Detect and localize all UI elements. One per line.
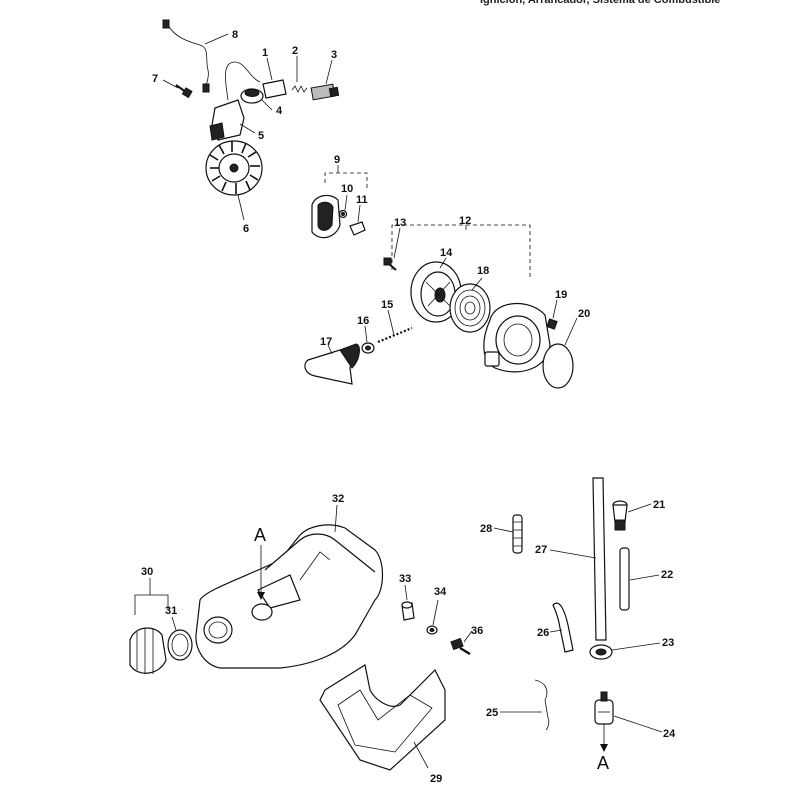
callout-29: 29 xyxy=(430,773,442,785)
callout-12: 12 xyxy=(459,215,471,227)
bolt-36 xyxy=(450,637,471,656)
callout-11: 11 xyxy=(356,194,368,206)
pickup-tube xyxy=(592,477,607,641)
callout-26: 26 xyxy=(537,627,549,639)
callout-13: 13 xyxy=(394,217,406,229)
callout-31: 31 xyxy=(165,605,177,617)
starter-rope xyxy=(377,326,413,344)
callout-24: 24 xyxy=(663,728,676,740)
fuel-line-22 xyxy=(619,547,630,611)
callout-27: 27 xyxy=(535,544,547,556)
clutch-bracket xyxy=(324,172,368,190)
tank-guard xyxy=(319,664,446,771)
flywheel xyxy=(205,140,263,196)
callout-32: 32 xyxy=(332,493,344,505)
callout-17: 17 xyxy=(320,336,332,348)
callout-20: 20 xyxy=(578,308,590,320)
fuel-cap xyxy=(129,627,167,674)
callout-19: 19 xyxy=(555,289,567,301)
spring-2 xyxy=(291,85,308,93)
terminal-cap xyxy=(262,79,287,99)
grommet-33 xyxy=(401,601,415,621)
callout-34: 34 xyxy=(434,586,447,598)
callout-8: 8 xyxy=(232,29,238,41)
fuel-filter xyxy=(594,691,614,725)
callout-7: 7 xyxy=(152,73,158,85)
starter-screw-13 xyxy=(383,257,397,271)
starter-handle xyxy=(304,343,360,385)
fuel-tank xyxy=(195,524,384,669)
clutch-spring-10 xyxy=(338,209,348,219)
callout-36: 36 xyxy=(471,625,483,637)
callout-4: 4 xyxy=(276,105,283,117)
leader-lines xyxy=(149,33,663,769)
callout-22: 22 xyxy=(661,569,673,581)
page-header: Ignición, Arrancador, Sistema de Combust… xyxy=(480,0,721,6)
callout-25: 25 xyxy=(486,707,498,719)
starter-pulley xyxy=(410,261,462,323)
callout-15: 15 xyxy=(381,299,393,311)
primer-bulb xyxy=(612,500,628,531)
cap-bracket xyxy=(134,594,169,615)
callout-18: 18 xyxy=(477,265,489,277)
starter-bracket xyxy=(391,224,531,280)
screw-7 xyxy=(175,84,193,99)
fuel-cap-gasket xyxy=(167,629,193,661)
starter-screw-19 xyxy=(546,318,558,330)
callout-10: 10 xyxy=(341,183,353,195)
connector-mark-filter: A xyxy=(597,753,609,773)
callout-16: 16 xyxy=(357,315,369,327)
connector-mark-tank: A xyxy=(254,525,266,545)
washer-34 xyxy=(426,625,438,635)
starter-housing xyxy=(483,302,551,373)
callout-33: 33 xyxy=(399,573,411,585)
callout-3: 3 xyxy=(331,49,337,61)
tank-connector-arrow xyxy=(257,545,265,600)
rope-guide xyxy=(361,342,375,354)
filter-connector-arrow xyxy=(600,724,608,752)
callout-5: 5 xyxy=(258,130,264,142)
callout-6: 6 xyxy=(243,223,249,235)
callout-9: 9 xyxy=(334,154,340,166)
callout-1: 1 xyxy=(262,47,268,59)
plug-boot xyxy=(240,88,264,104)
ignition-coil xyxy=(209,61,261,141)
retainer-clip xyxy=(534,679,550,731)
return-line xyxy=(552,602,574,653)
callout-2: 2 xyxy=(292,45,298,57)
spark-plug-wire xyxy=(162,19,210,93)
callout-23: 23 xyxy=(662,637,674,649)
spark-plug xyxy=(310,83,340,101)
callout-28: 28 xyxy=(480,523,492,535)
starter-gasket xyxy=(542,343,574,389)
callout-30: 30 xyxy=(141,566,153,578)
fuel-line-28 xyxy=(512,514,523,554)
tube-fitting xyxy=(589,644,613,660)
clutch-weight-11 xyxy=(349,221,366,236)
callout-21: 21 xyxy=(653,499,665,511)
callout-14: 14 xyxy=(440,247,453,259)
clutch-shoe xyxy=(311,194,341,239)
recoil-spring xyxy=(449,283,491,333)
